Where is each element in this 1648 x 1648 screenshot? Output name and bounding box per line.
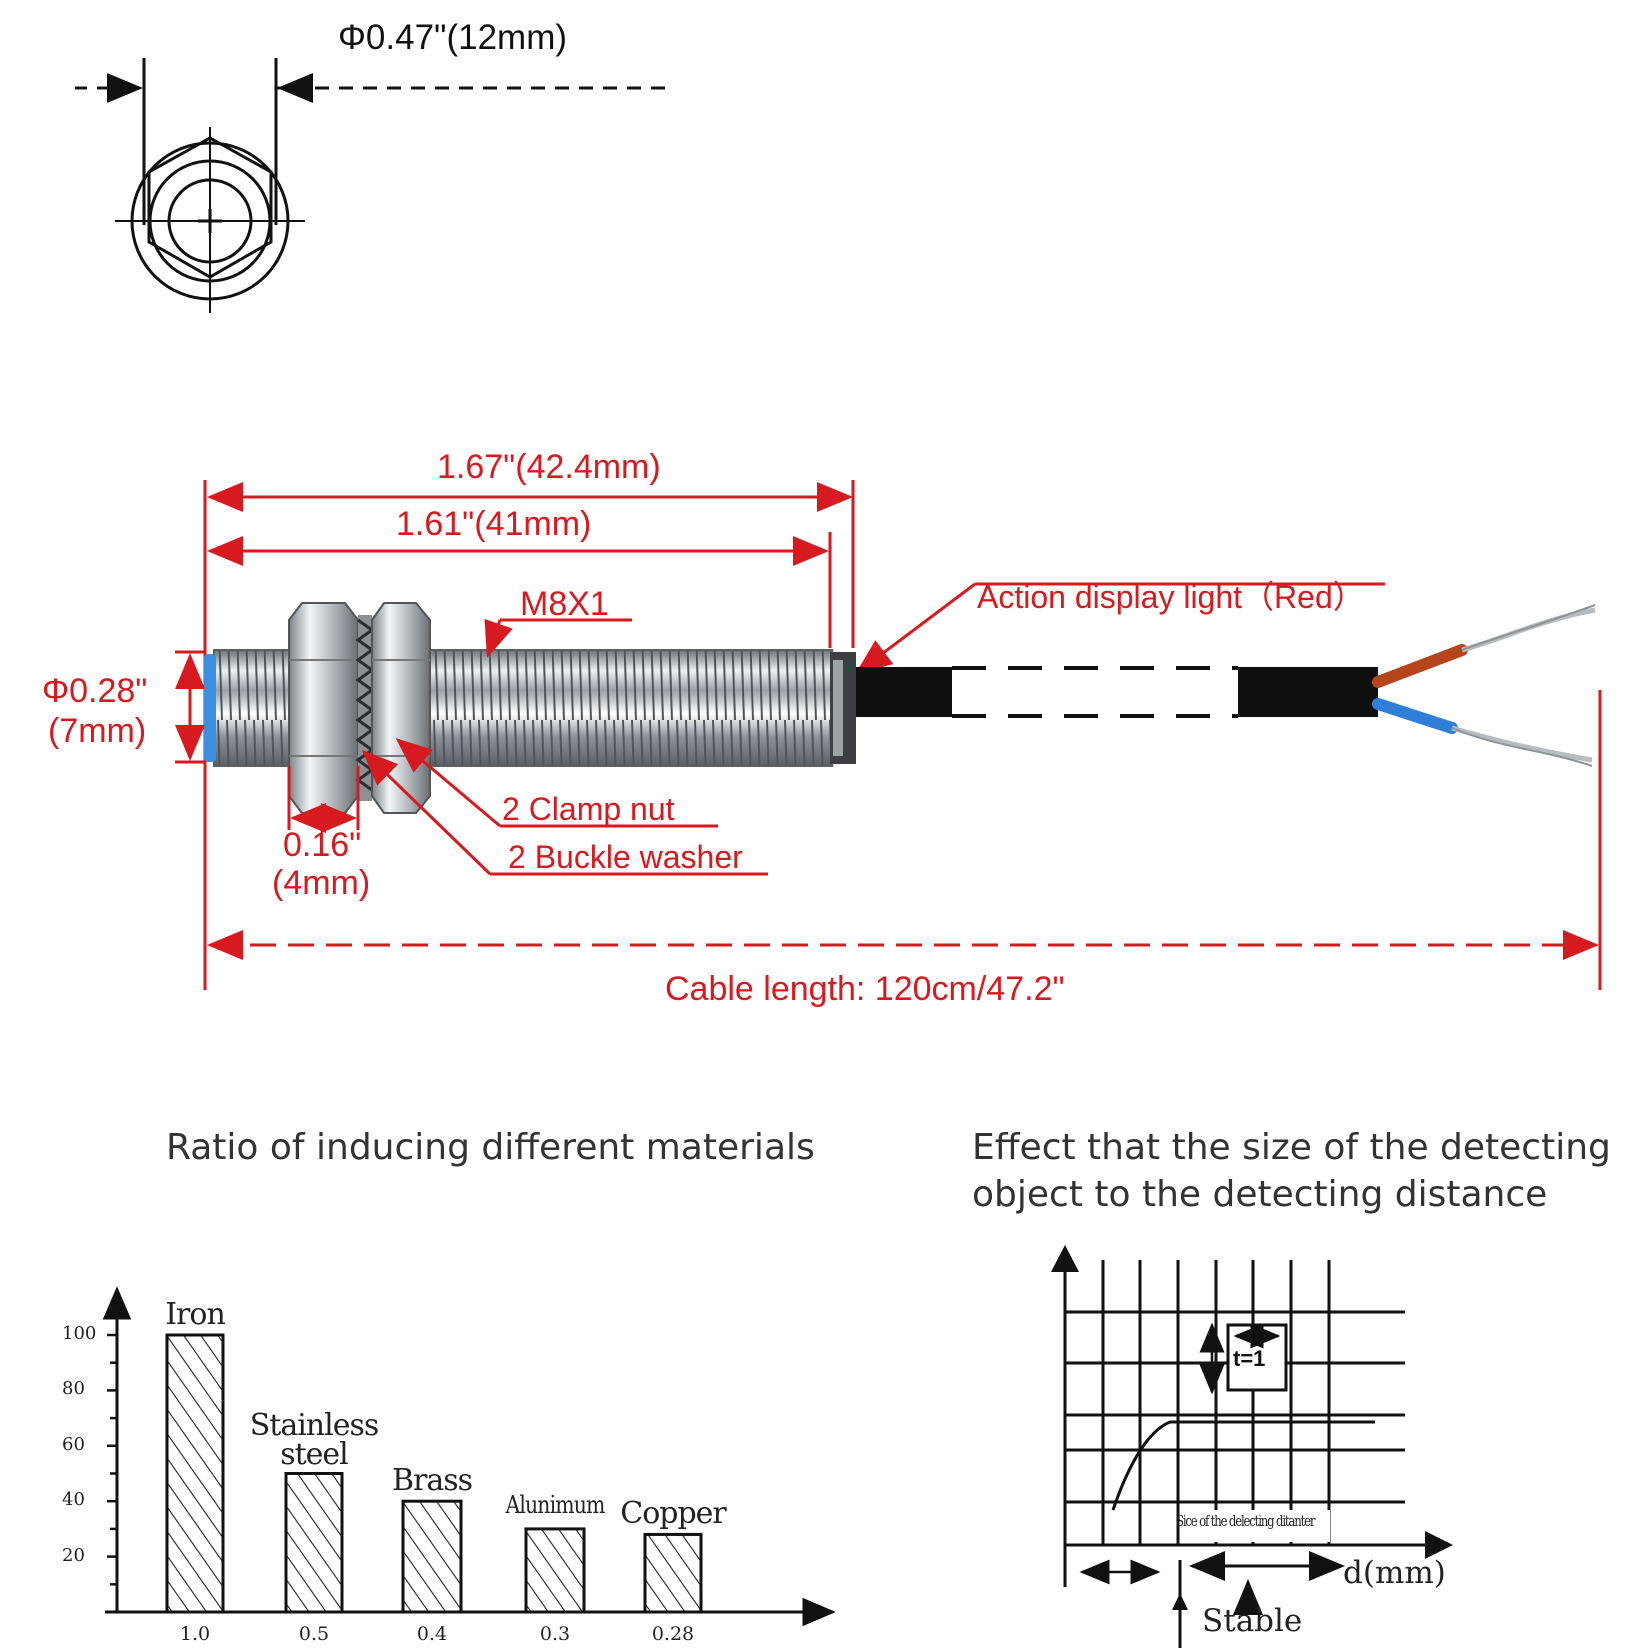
bar-alunimum <box>524 1527 586 1614</box>
distance-chart-title-line2: object to the detecting distance <box>972 1174 1548 1215</box>
buckle-washer-label: 2 Buckle washer <box>508 839 743 875</box>
y-tick-label: 40 <box>62 1489 85 1511</box>
total-length-label: 1.67"(42.4mm) <box>437 448 661 486</box>
materials-chart-bars <box>165 1333 703 1614</box>
bar-stainless-steel <box>284 1472 344 1614</box>
distance-chart-drawing <box>1051 1245 1453 1648</box>
x-tick-label: 1.0 <box>179 1623 211 1645</box>
stable-label: Stable <box>1202 1603 1303 1639</box>
clamp-nut-label: 2 Clamp nut <box>502 791 675 827</box>
cable-length-label: Cable length: 120cm/47.2" <box>665 970 1065 1008</box>
bar-category-label: Brass <box>391 1463 473 1499</box>
y-tick-label: 80 <box>62 1378 85 1400</box>
thread-length-label: 1.61"(41mm) <box>396 505 592 543</box>
led-label: Action display light（Red） <box>977 579 1365 615</box>
bar-category-label: Iron <box>165 1297 226 1332</box>
x-tick-label: 0.5 <box>298 1623 330 1645</box>
bar-category-label: Stainless <box>249 1407 380 1443</box>
x-tick-label: 0.4 <box>416 1623 448 1645</box>
x-axis-label: d(mm) <box>1343 1555 1446 1591</box>
bar-category-label: steel <box>280 1436 349 1472</box>
y-tick-label: 60 <box>62 1433 85 1455</box>
head-diameter-mm-label: (7mm) <box>48 712 147 750</box>
distance-chart-title-line1: Effect that the size of the detecting <box>972 1127 1611 1168</box>
top-view-diameter-label: Φ0.47"(12mm) <box>338 18 568 57</box>
materials-chart-ticks <box>107 1333 117 1586</box>
nut-width-mm-label: (4mm) <box>272 864 371 902</box>
bar-category-label: Alunimum <box>505 1490 605 1519</box>
thread-spec-label: M8X1 <box>520 585 609 623</box>
top-view-drawing <box>75 58 665 313</box>
x-tick-label: 0.3 <box>539 1623 571 1645</box>
materials-chart-title: Ratio of inducing different materials <box>166 1127 815 1168</box>
bar-brass <box>401 1499 463 1614</box>
bar-category-label: Copper <box>620 1496 727 1532</box>
y-tick-label: 20 <box>62 1544 85 1566</box>
x-tick-label: 0.28 <box>651 1623 695 1645</box>
curve-size-label: Sice of the delecting ditanter <box>1176 1512 1315 1530</box>
bar-copper <box>643 1532 703 1614</box>
y-tick-label: 100 <box>62 1323 97 1344</box>
sensor-side-view <box>175 480 1602 990</box>
bar-iron <box>165 1333 225 1614</box>
thickness-label: t=1 <box>1233 1346 1266 1371</box>
head-diameter-label: Φ0.28" <box>42 672 148 710</box>
nut-width-label: 0.16" <box>283 826 362 864</box>
